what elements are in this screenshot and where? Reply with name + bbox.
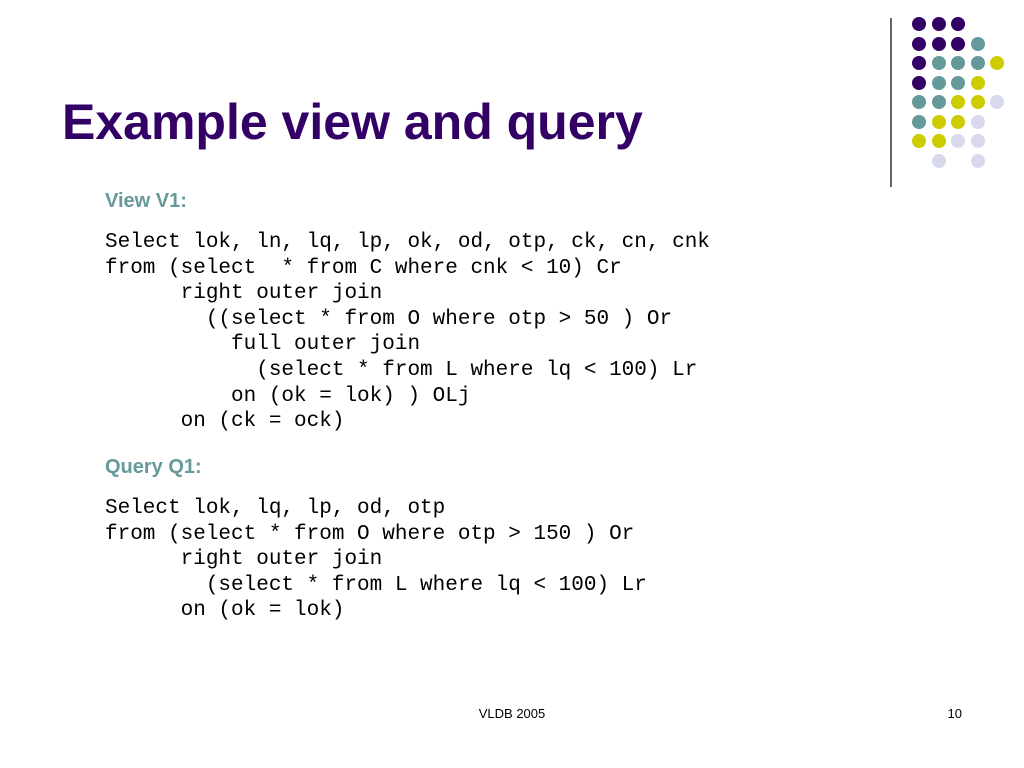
page-number: 10 — [947, 706, 962, 721]
decorative-dot — [912, 95, 926, 109]
decorative-dot — [970, 36, 985, 51]
view-heading: View V1: — [105, 190, 187, 212]
decorative-dot — [931, 75, 946, 90]
decorative-dot — [931, 153, 946, 168]
decorative-dot — [970, 95, 985, 109]
decorative-dot — [931, 114, 946, 129]
decorative-dot — [970, 134, 985, 148]
sql-line: full outer join — [105, 333, 421, 357]
sql-line: right outer join — [105, 548, 383, 572]
decorative-dot — [912, 17, 926, 31]
decorative-dot — [970, 114, 985, 129]
decorative-dot — [931, 56, 946, 70]
decorative-dot — [912, 114, 926, 129]
decorative-dot — [912, 56, 926, 70]
footer-conference: VLDB 2005 — [478, 706, 546, 721]
decorative-dot — [970, 75, 985, 90]
decorative-dot — [931, 95, 946, 109]
decorative-dot — [970, 56, 985, 70]
decorative-dot — [951, 56, 965, 70]
decorative-dot — [990, 56, 1004, 70]
decorative-dot — [951, 17, 965, 31]
sql-line: on (ok = lok) ) OLj — [105, 384, 471, 408]
decorative-dot — [931, 36, 946, 51]
sql-line: Select lok, ln, lq, lp, ok, od, otp, ck,… — [105, 231, 710, 254]
sql-line: from (select * from C where cnk < 10) Cr — [105, 256, 622, 280]
decorative-dot — [951, 134, 965, 148]
sql-line: from (select * from O where otp > 150 ) … — [105, 522, 635, 546]
sql-line: Select lok, lq, lp, od, otp — [105, 497, 446, 520]
decorative-dot — [912, 134, 926, 148]
decorative-dot — [990, 95, 1004, 109]
sql-line: (select * from L where lq < 100) Lr — [105, 573, 647, 597]
view-sql-block: Select lok, ln, lq, lp, ok, od, otp, ck,… — [105, 230, 710, 435]
decorative-divider-line — [890, 18, 892, 187]
query-heading: Query Q1: — [105, 456, 202, 478]
decorative-dot — [931, 134, 946, 148]
sql-line: right outer join — [105, 282, 383, 306]
decorative-dot — [912, 36, 926, 51]
decorative-dot — [970, 153, 985, 168]
decorative-dot — [951, 36, 965, 51]
sql-line: on (ck = ock) — [105, 410, 345, 434]
slide-title: Example view and query — [62, 94, 643, 150]
sql-line: ((select * from O where otp > 50 ) Or — [105, 307, 673, 331]
decorative-dot — [951, 95, 965, 109]
decorative-dot — [931, 17, 946, 31]
decorative-dot — [912, 75, 926, 90]
sql-line: (select * from L where lq < 100) Lr — [105, 358, 698, 382]
sql-line: on (ok = lok) — [105, 599, 345, 623]
decorative-dot — [951, 75, 965, 90]
decorative-dot — [951, 114, 965, 129]
